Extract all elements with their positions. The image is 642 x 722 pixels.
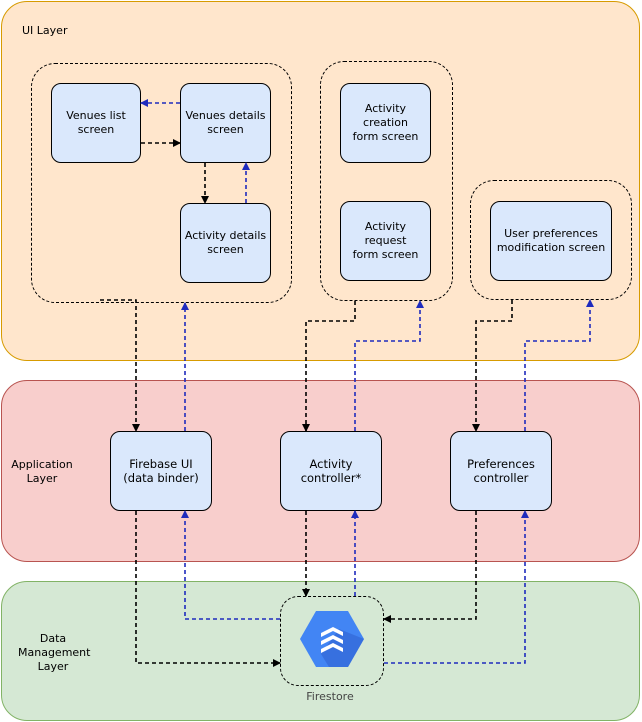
arrow-preferences-group-to-preferences-controller: [472, 300, 513, 432]
venues-details-screen[interactable]: Venues details screen: [180, 83, 271, 163]
activity-request-form-screen[interactable]: Activity request form screen: [340, 201, 431, 281]
firebase-ui-data-binder[interactable]: Firebase UI (data binder): [110, 431, 212, 511]
ui-layer-label: UI Layer: [22, 24, 68, 37]
activity-controller[interactable]: Activity controller*: [280, 431, 382, 511]
arrow-preferences-controller-to-preferences-group: [524, 299, 594, 431]
data-layer-label: Data Management Layer: [18, 632, 91, 673]
firestore-logo-icon: [300, 611, 364, 667]
activity-creation-form-screen[interactable]: Activity creation form screen: [340, 83, 431, 163]
arrow-preferences-controller-to-firestore: [383, 511, 477, 623]
venues-activity-group: [31, 63, 292, 303]
application-layer-label: Application Layer: [11, 458, 73, 485]
venues-list-screen[interactable]: Venues list screen: [51, 83, 141, 163]
activity-details-screen[interactable]: Activity details screen: [180, 203, 271, 283]
arrow-ui-group-to-firebase-ui: [100, 299, 140, 432]
preferences-controller[interactable]: Preferences controller: [450, 431, 552, 511]
arrow-firebase-ui-to-firestore: [135, 511, 281, 667]
arrow-firestore-to-firebase-ui: [181, 510, 280, 620]
arrow-activity-controller-to-forms-group: [354, 300, 424, 431]
preferences-group: [470, 180, 632, 300]
firestore-group: [280, 596, 384, 686]
activity-forms-group: [320, 61, 453, 301]
arrow-forms-group-to-activity-controller: [302, 301, 356, 432]
arrow-firestore-to-preferences-controller: [384, 510, 529, 664]
user-preferences-screen[interactable]: User preferences modification screen: [490, 201, 612, 281]
firestore-label: Firestore: [306, 690, 354, 703]
